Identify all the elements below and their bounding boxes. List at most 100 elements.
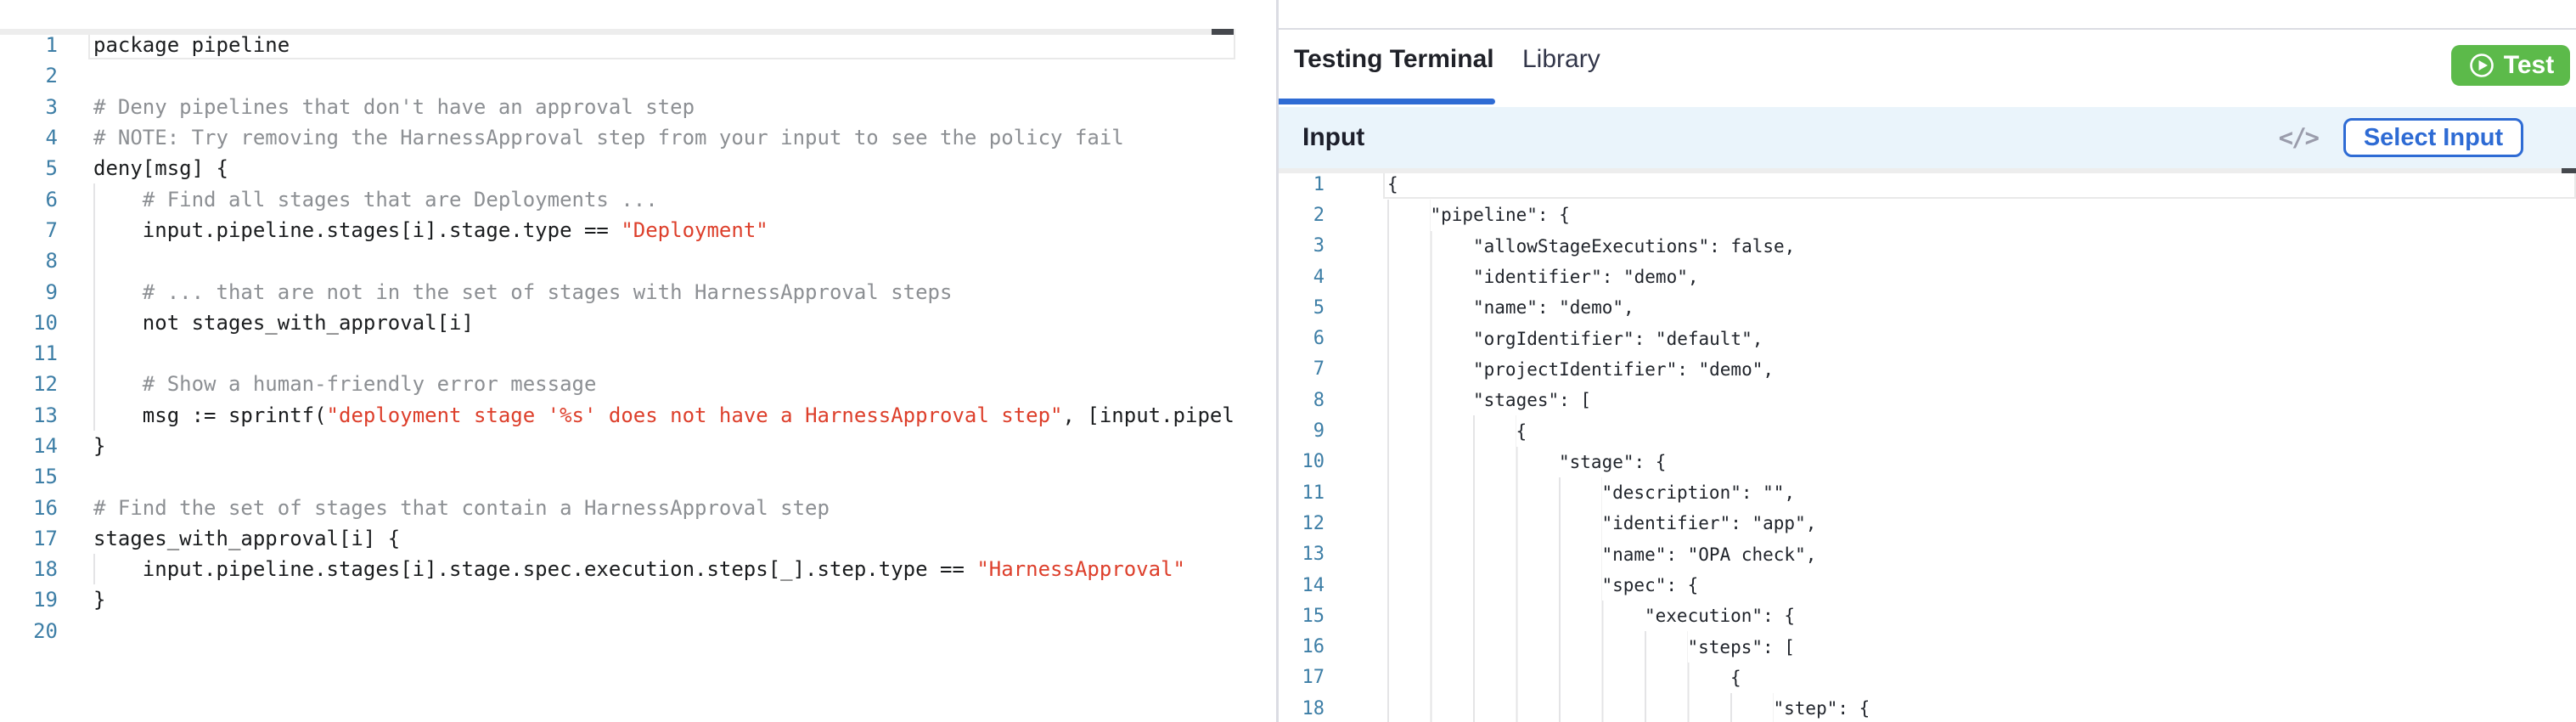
code-text: "orgIdentifier": "default", <box>1473 328 1763 349</box>
line-number: 14 <box>33 434 58 458</box>
json-code-line[interactable]: 6 "orgIdentifier": "default", <box>1279 323 2576 354</box>
line-number: 12 <box>33 372 58 397</box>
rego-code-line[interactable]: 12# Show a human-friendly error message <box>0 369 1235 400</box>
indent-guide <box>1387 662 1730 694</box>
panel-divider[interactable] <box>1276 0 1279 722</box>
code-text: "projectIdentifier": "demo", <box>1473 358 1775 380</box>
code-text: "name": "OPA check", <box>1601 544 1817 565</box>
code-text: } <box>93 434 106 458</box>
rego-code-line[interactable]: 4# NOTE: Try removing the HarnessApprova… <box>0 122 1235 153</box>
code-text: "execution": { <box>1645 606 1796 627</box>
indent-guide <box>93 245 143 277</box>
json-code-line[interactable]: 7 "projectIdentifier": "demo", <box>1279 353 2576 386</box>
code-text: deny[msg] { <box>93 156 228 181</box>
line-number: 13 <box>33 403 58 427</box>
json-code-line[interactable]: 17{ <box>1279 662 2576 694</box>
line-number: 1 <box>45 33 58 58</box>
rego-code-line[interactable]: 14} <box>0 431 1235 461</box>
indent-guide <box>1387 508 1602 539</box>
json-code-line[interactable]: 16"steps": [ <box>1279 631 2576 663</box>
code-text: "allowStageExecutions": false, <box>1473 235 1796 257</box>
indent-guide <box>1387 693 1774 722</box>
indent-guide <box>93 183 143 215</box>
json-code-line[interactable]: 5"name": "demo", <box>1279 292 2576 324</box>
rego-code-line[interactable]: 19} <box>0 584 1235 615</box>
json-code-line[interactable]: 13 "name": "OPA check", <box>1279 539 2576 570</box>
json-code-line[interactable]: 1{ <box>1279 169 2576 200</box>
rego-code-line[interactable]: 9# ... that are not in the set of stages… <box>0 276 1235 307</box>
rego-code-line[interactable]: 2 <box>0 60 1235 91</box>
line-number: 14 <box>1302 574 1325 596</box>
line-number: 15 <box>33 465 58 489</box>
json-code-line[interactable]: 10"stage": { <box>1279 446 2576 477</box>
line-number: 9 <box>1313 420 1325 443</box>
indent-guide <box>93 554 143 585</box>
line-number: 7 <box>45 217 58 242</box>
rego-code-line[interactable]: 16 # Find the set of stages that contain … <box>0 492 1235 522</box>
json-code-line[interactable]: 4"identifier": "demo", <box>1279 261 2576 293</box>
line-number: 6 <box>45 187 58 212</box>
line-number: 15 <box>1302 605 1325 627</box>
code-text: "name": "demo", <box>1473 297 1634 319</box>
line-number: 13 <box>1302 544 1325 566</box>
line-number: 2 <box>1313 204 1325 226</box>
line-number: 20 <box>33 618 58 643</box>
json-code-line[interactable]: 9{ <box>1279 415 2576 447</box>
json-code-line[interactable]: 15 "execution": { <box>1279 601 2576 632</box>
json-editor-scrollbar[interactable] <box>1279 168 2576 173</box>
indent-guide <box>1387 446 1559 477</box>
tab-library[interactable]: Library <box>1522 45 1600 73</box>
rego-code-line[interactable]: 6 # Find all stages that are Deployments … <box>0 183 1235 215</box>
code-text: # Find all stages that are Deployments .… <box>142 187 658 212</box>
select-input-button[interactable]: Select Input <box>2343 118 2523 157</box>
line-number: 7 <box>1313 358 1325 381</box>
rego-code-line[interactable]: 20 <box>0 616 1235 646</box>
indent-guide <box>1387 631 1688 663</box>
code-text: input.pipeline.stages[i].stage.type == "… <box>142 217 768 242</box>
rego-code-line[interactable]: 7 input.pipeline.stages[i].stage.type == … <box>0 214 1235 246</box>
code-text: "description": "", <box>1601 482 1796 504</box>
line-number: 3 <box>45 94 58 119</box>
line-number: 16 <box>33 495 58 520</box>
json-code-line[interactable]: 12"identifier": "app", <box>1279 508 2576 539</box>
test-button[interactable]: Test <box>2451 45 2570 86</box>
line-number: 6 <box>1313 328 1325 350</box>
indent-guide <box>1387 415 1516 447</box>
code-brackets-icon[interactable]: </> <box>2278 123 2320 152</box>
rego-code-line[interactable]: 11 <box>0 337 1235 369</box>
rego-editor-scrollbar[interactable] <box>0 29 1235 35</box>
rego-code-line[interactable]: 3# Deny pipelines that don't have an app… <box>0 92 1235 122</box>
json-input-editor[interactable]: 1{2"pipeline": {3"allowStageExecutions":… <box>1279 168 2576 722</box>
code-text: # Find the set of stages that contain a … <box>93 495 830 520</box>
tab-testing-terminal[interactable]: Testing Terminal <box>1294 45 1494 73</box>
indent-guide <box>1387 292 1473 324</box>
json-code-line[interactable]: 8"stages": [ <box>1279 385 2576 416</box>
json-code-line[interactable]: 11"description": "", <box>1279 477 2576 509</box>
code-text: } <box>93 588 106 612</box>
indent-guide <box>1387 200 1431 231</box>
rego-code-line[interactable]: 15 <box>0 461 1235 492</box>
json-code-line[interactable]: 3"allowStageExecutions": false, <box>1279 230 2576 262</box>
input-bar: Input </> Select Input <box>1279 107 2576 168</box>
json-code-line[interactable]: 18"step": { <box>1279 693 2576 722</box>
json-editor-scrollbar-thumb[interactable] <box>2562 168 2576 173</box>
indent-guide <box>1387 261 1473 293</box>
rego-editor-scrollbar-thumb[interactable] <box>1212 29 1234 35</box>
code-text: { <box>1730 667 1741 688</box>
line-number: 2 <box>45 64 58 88</box>
active-tab-indicator <box>1279 99 1495 104</box>
rego-code-line[interactable]: 8 <box>0 245 1235 277</box>
json-editor-lines[interactable]: 1{2"pipeline": {3"allowStageExecutions":… <box>1279 169 2576 722</box>
json-code-line[interactable]: 2"pipeline": { <box>1279 200 2576 231</box>
line-number: 10 <box>1302 451 1325 473</box>
json-code-line[interactable]: 14"spec": { <box>1279 569 2576 601</box>
